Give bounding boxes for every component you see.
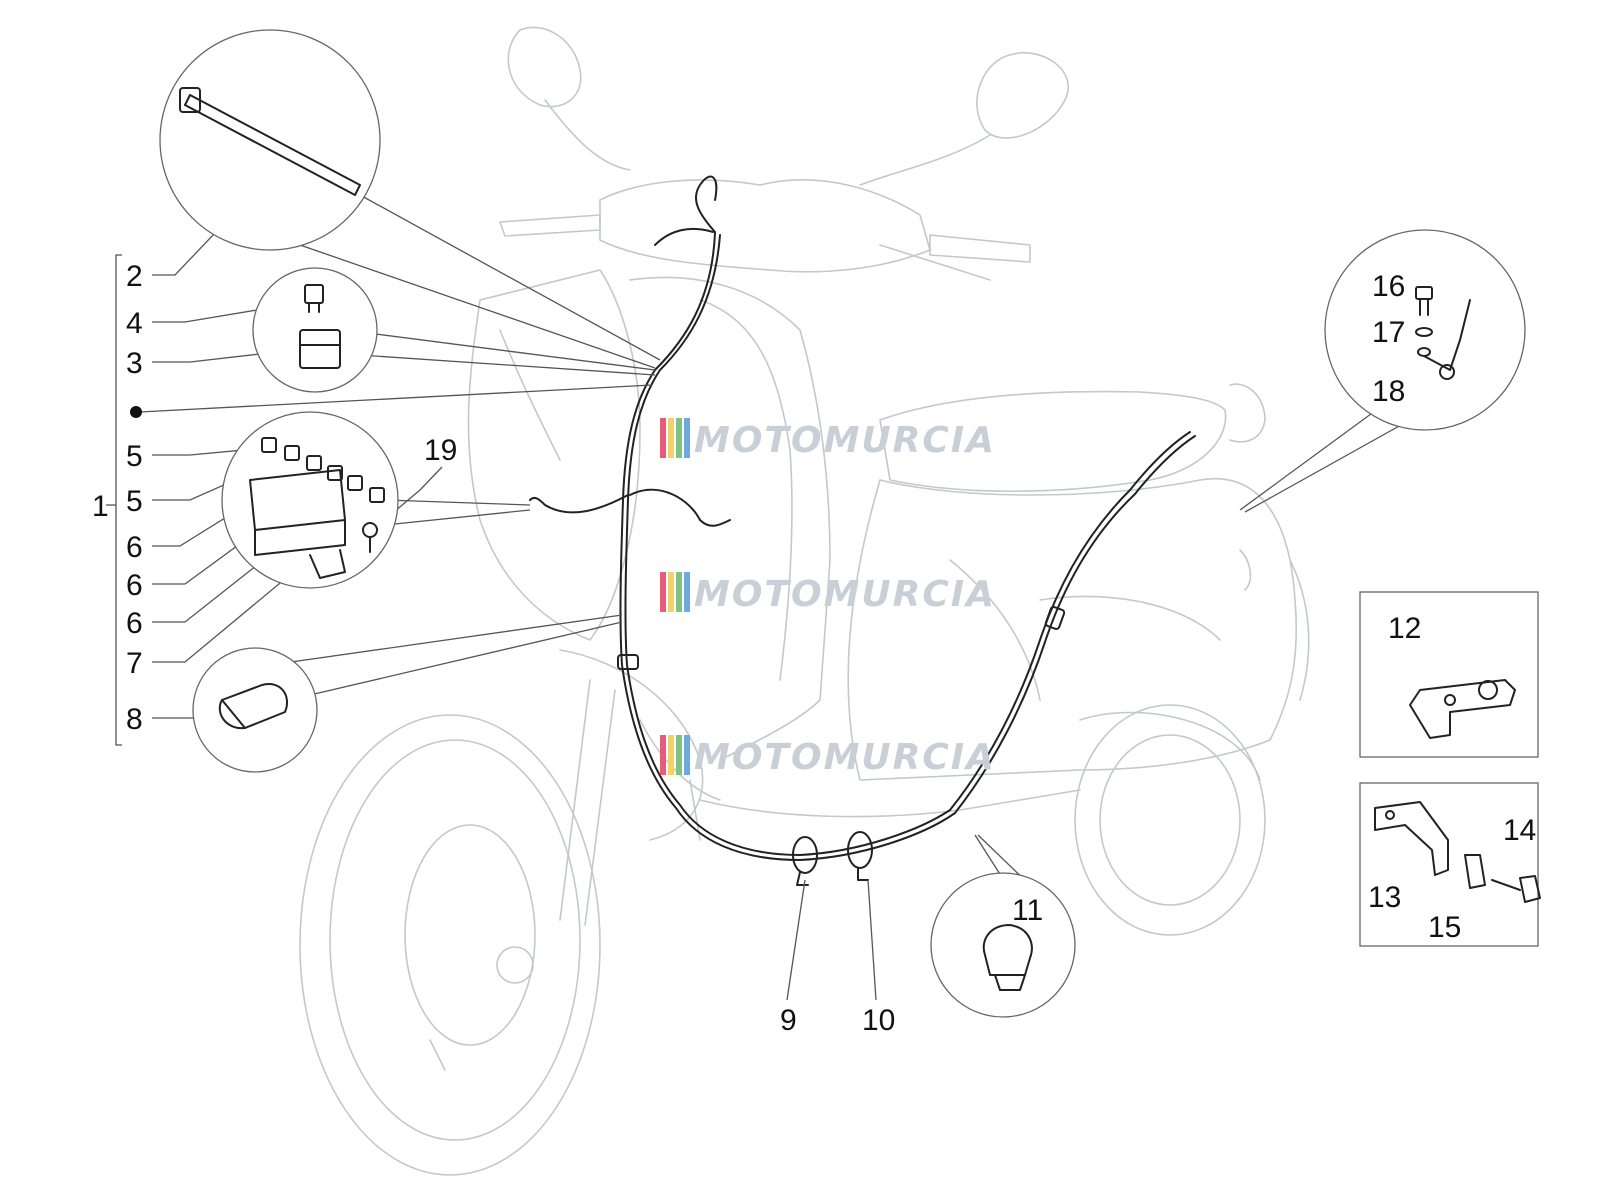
watermark-text-2: MOTOMURCIA (694, 574, 996, 615)
callout-5a: 5 (126, 440, 143, 473)
wiring-harness (529, 175, 1196, 886)
callout-19: 19 (424, 434, 457, 467)
watermark-3: MOTOMURCIA (660, 735, 996, 778)
detail-circle-relay-box (221, 411, 399, 589)
callout-9: 9 (780, 1004, 797, 1037)
detail-box-bracket-12 (1359, 591, 1539, 758)
callout-14: 14 (1503, 814, 1536, 847)
callout-1: 1 (92, 490, 109, 523)
watermark-2: MOTOMURCIA (660, 572, 996, 615)
callout-2: 2 (126, 260, 143, 293)
callout-15: 15 (1428, 911, 1461, 944)
watermark-text-1: MOTOMURCIA (694, 420, 996, 461)
watermark-1: MOTOMURCIA (660, 418, 996, 461)
callout-7: 7 (126, 647, 143, 680)
watermark-group: MOTOMURCIA MOTOMURCIA MOTOMURCIA (660, 418, 996, 778)
callout-10: 10 (862, 1004, 895, 1037)
detail-circle-cable-tie (159, 29, 381, 251)
callout-6b: 6 (126, 569, 143, 602)
callout-6c: 6 (126, 607, 143, 640)
callout-8: 8 (126, 703, 143, 736)
callout-labels: 1 2 3 4 5 5 6 6 6 7 8 9 10 11 12 13 14 1… (92, 260, 1536, 1037)
callout-6a: 6 (126, 531, 143, 564)
detail-circle-ground-terminal (1324, 229, 1526, 431)
detail-circle-connector (192, 647, 318, 773)
detail-circle-fuses (252, 267, 378, 393)
callout-13: 13 (1368, 881, 1401, 914)
bullet-dot (130, 406, 142, 418)
callout-18: 18 (1372, 375, 1405, 408)
callout-16: 16 (1372, 270, 1405, 303)
callout-5b: 5 (126, 485, 143, 518)
watermark-text-3: MOTOMURCIA (694, 737, 996, 778)
callout-12: 12 (1388, 612, 1421, 645)
detail-circle-clip (930, 872, 1076, 1018)
callout-3: 3 (126, 347, 143, 380)
callout-4: 4 (126, 307, 143, 340)
callout-11: 11 (1012, 894, 1043, 927)
callout-17: 17 (1372, 316, 1405, 349)
detail-box-bracket-13 (1359, 782, 1541, 947)
